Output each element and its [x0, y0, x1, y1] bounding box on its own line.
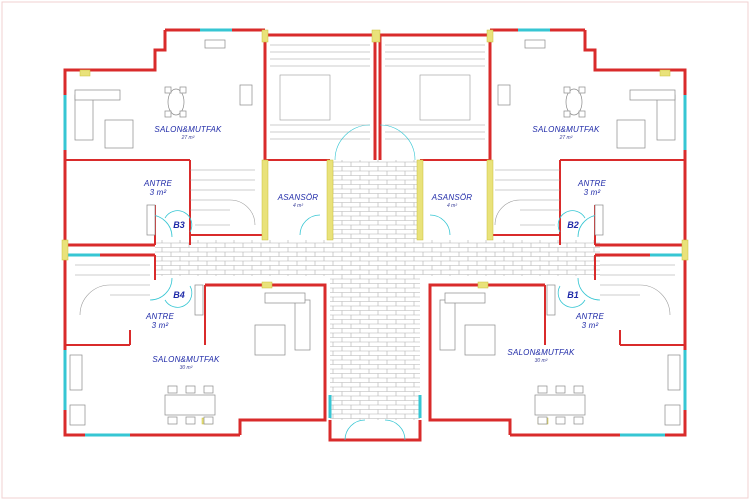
living-label-b2: SALON&MUTFAK — [532, 125, 600, 134]
living-label-b1: SALON&MUTFAK — [507, 348, 575, 357]
entry-label-b2: ANTRE — [577, 179, 607, 188]
entry-label-b1: ANTRE — [575, 312, 605, 321]
living-area-b3: 27 m² — [181, 135, 195, 141]
living-area-b1: 30 m² — [534, 358, 548, 364]
living-area-b4: 30 m² — [179, 365, 193, 371]
entry-stairs — [75, 169, 675, 316]
entry-area-b1: 3 m² — [581, 321, 599, 330]
entry-area-b3: 3 m² — [149, 188, 167, 197]
unit-tag-b1: B1 — [567, 290, 579, 300]
unit-tag-b3: B3 — [173, 220, 185, 230]
entry-area-b4: 3 m² — [151, 321, 169, 330]
elevator-area-right: 4 m² — [447, 203, 457, 209]
living-label-b4: SALON&MUTFAK — [152, 355, 220, 364]
elevator-label-right: ASANSÖR — [431, 193, 473, 202]
entry-label-b3: ANTRE — [143, 179, 173, 188]
elevator-label-left: ASANSÖR — [277, 193, 319, 202]
windows — [63, 28, 687, 437]
living-label-b3: SALON&MUTFAK — [154, 125, 222, 134]
corridor-vertical — [330, 160, 420, 420]
columns — [61, 29, 689, 425]
unit-tag-circles — [164, 210, 586, 308]
unit-tag-b2: B2 — [567, 220, 579, 230]
furniture — [69, 39, 681, 426]
top-stairwells — [270, 44, 485, 161]
elevator-area-left: 4 m² — [293, 203, 303, 209]
entry-area-b2: 3 m² — [583, 188, 601, 197]
unit-tag-b4: B4 — [173, 290, 185, 300]
living-area-b2: 27 m² — [559, 135, 573, 141]
entry-label-b4: ANTRE — [145, 312, 175, 321]
